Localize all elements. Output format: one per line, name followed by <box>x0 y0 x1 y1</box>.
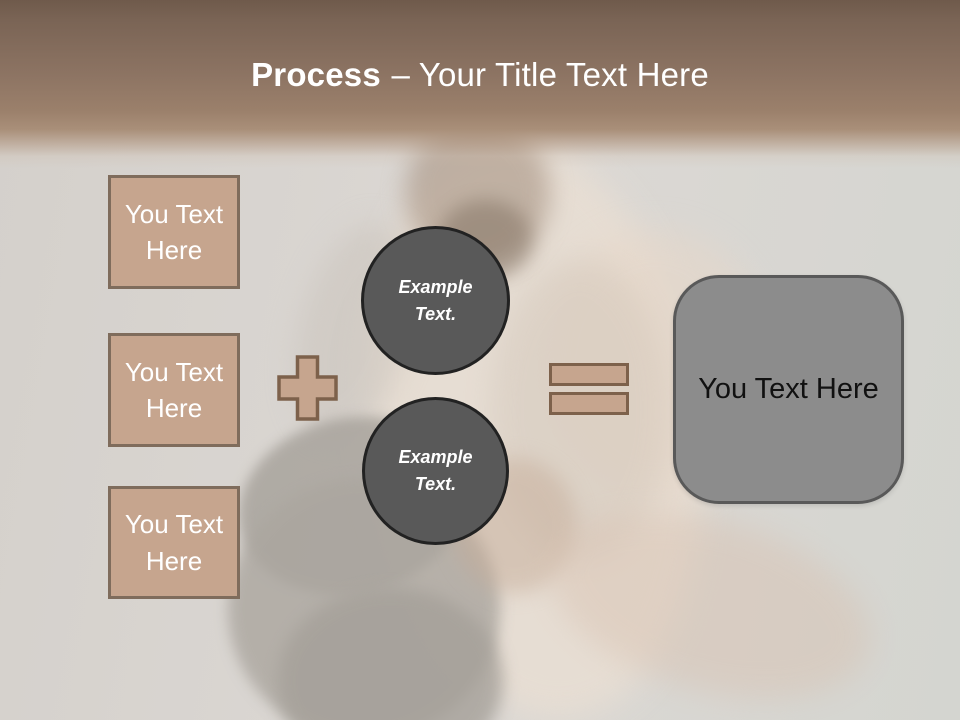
input-box-1[interactable]: You Text Here <box>108 175 240 289</box>
header-band <box>0 0 960 168</box>
slide-title[interactable]: Process – Your Title Text Here <box>0 56 960 94</box>
input-box-3[interactable]: You Text Here <box>108 486 240 599</box>
example-circle-1[interactable]: Example Text. <box>361 226 510 375</box>
title-emphasis: Process <box>251 56 381 93</box>
example-circle-2-label: Example Text. <box>398 447 473 494</box>
input-box-3-label: You Text Here <box>124 509 224 576</box>
equals-bar-top <box>549 363 629 386</box>
title-rest: – Your Title Text Here <box>391 56 709 93</box>
input-box-1-label: You Text Here <box>124 198 224 265</box>
plus-icon <box>277 355 338 426</box>
result-box-label: You Text Here <box>698 373 879 405</box>
input-box-2[interactable]: You Text Here <box>108 333 240 447</box>
example-circle-1-label: Example Text. <box>398 276 473 324</box>
equals-bar-bottom <box>549 392 629 415</box>
equals-icon <box>549 363 629 415</box>
example-circle-2[interactable]: Example Text. <box>362 397 509 545</box>
result-box[interactable]: You Text Here <box>673 275 904 504</box>
input-box-2-label: You Text Here <box>124 356 224 423</box>
